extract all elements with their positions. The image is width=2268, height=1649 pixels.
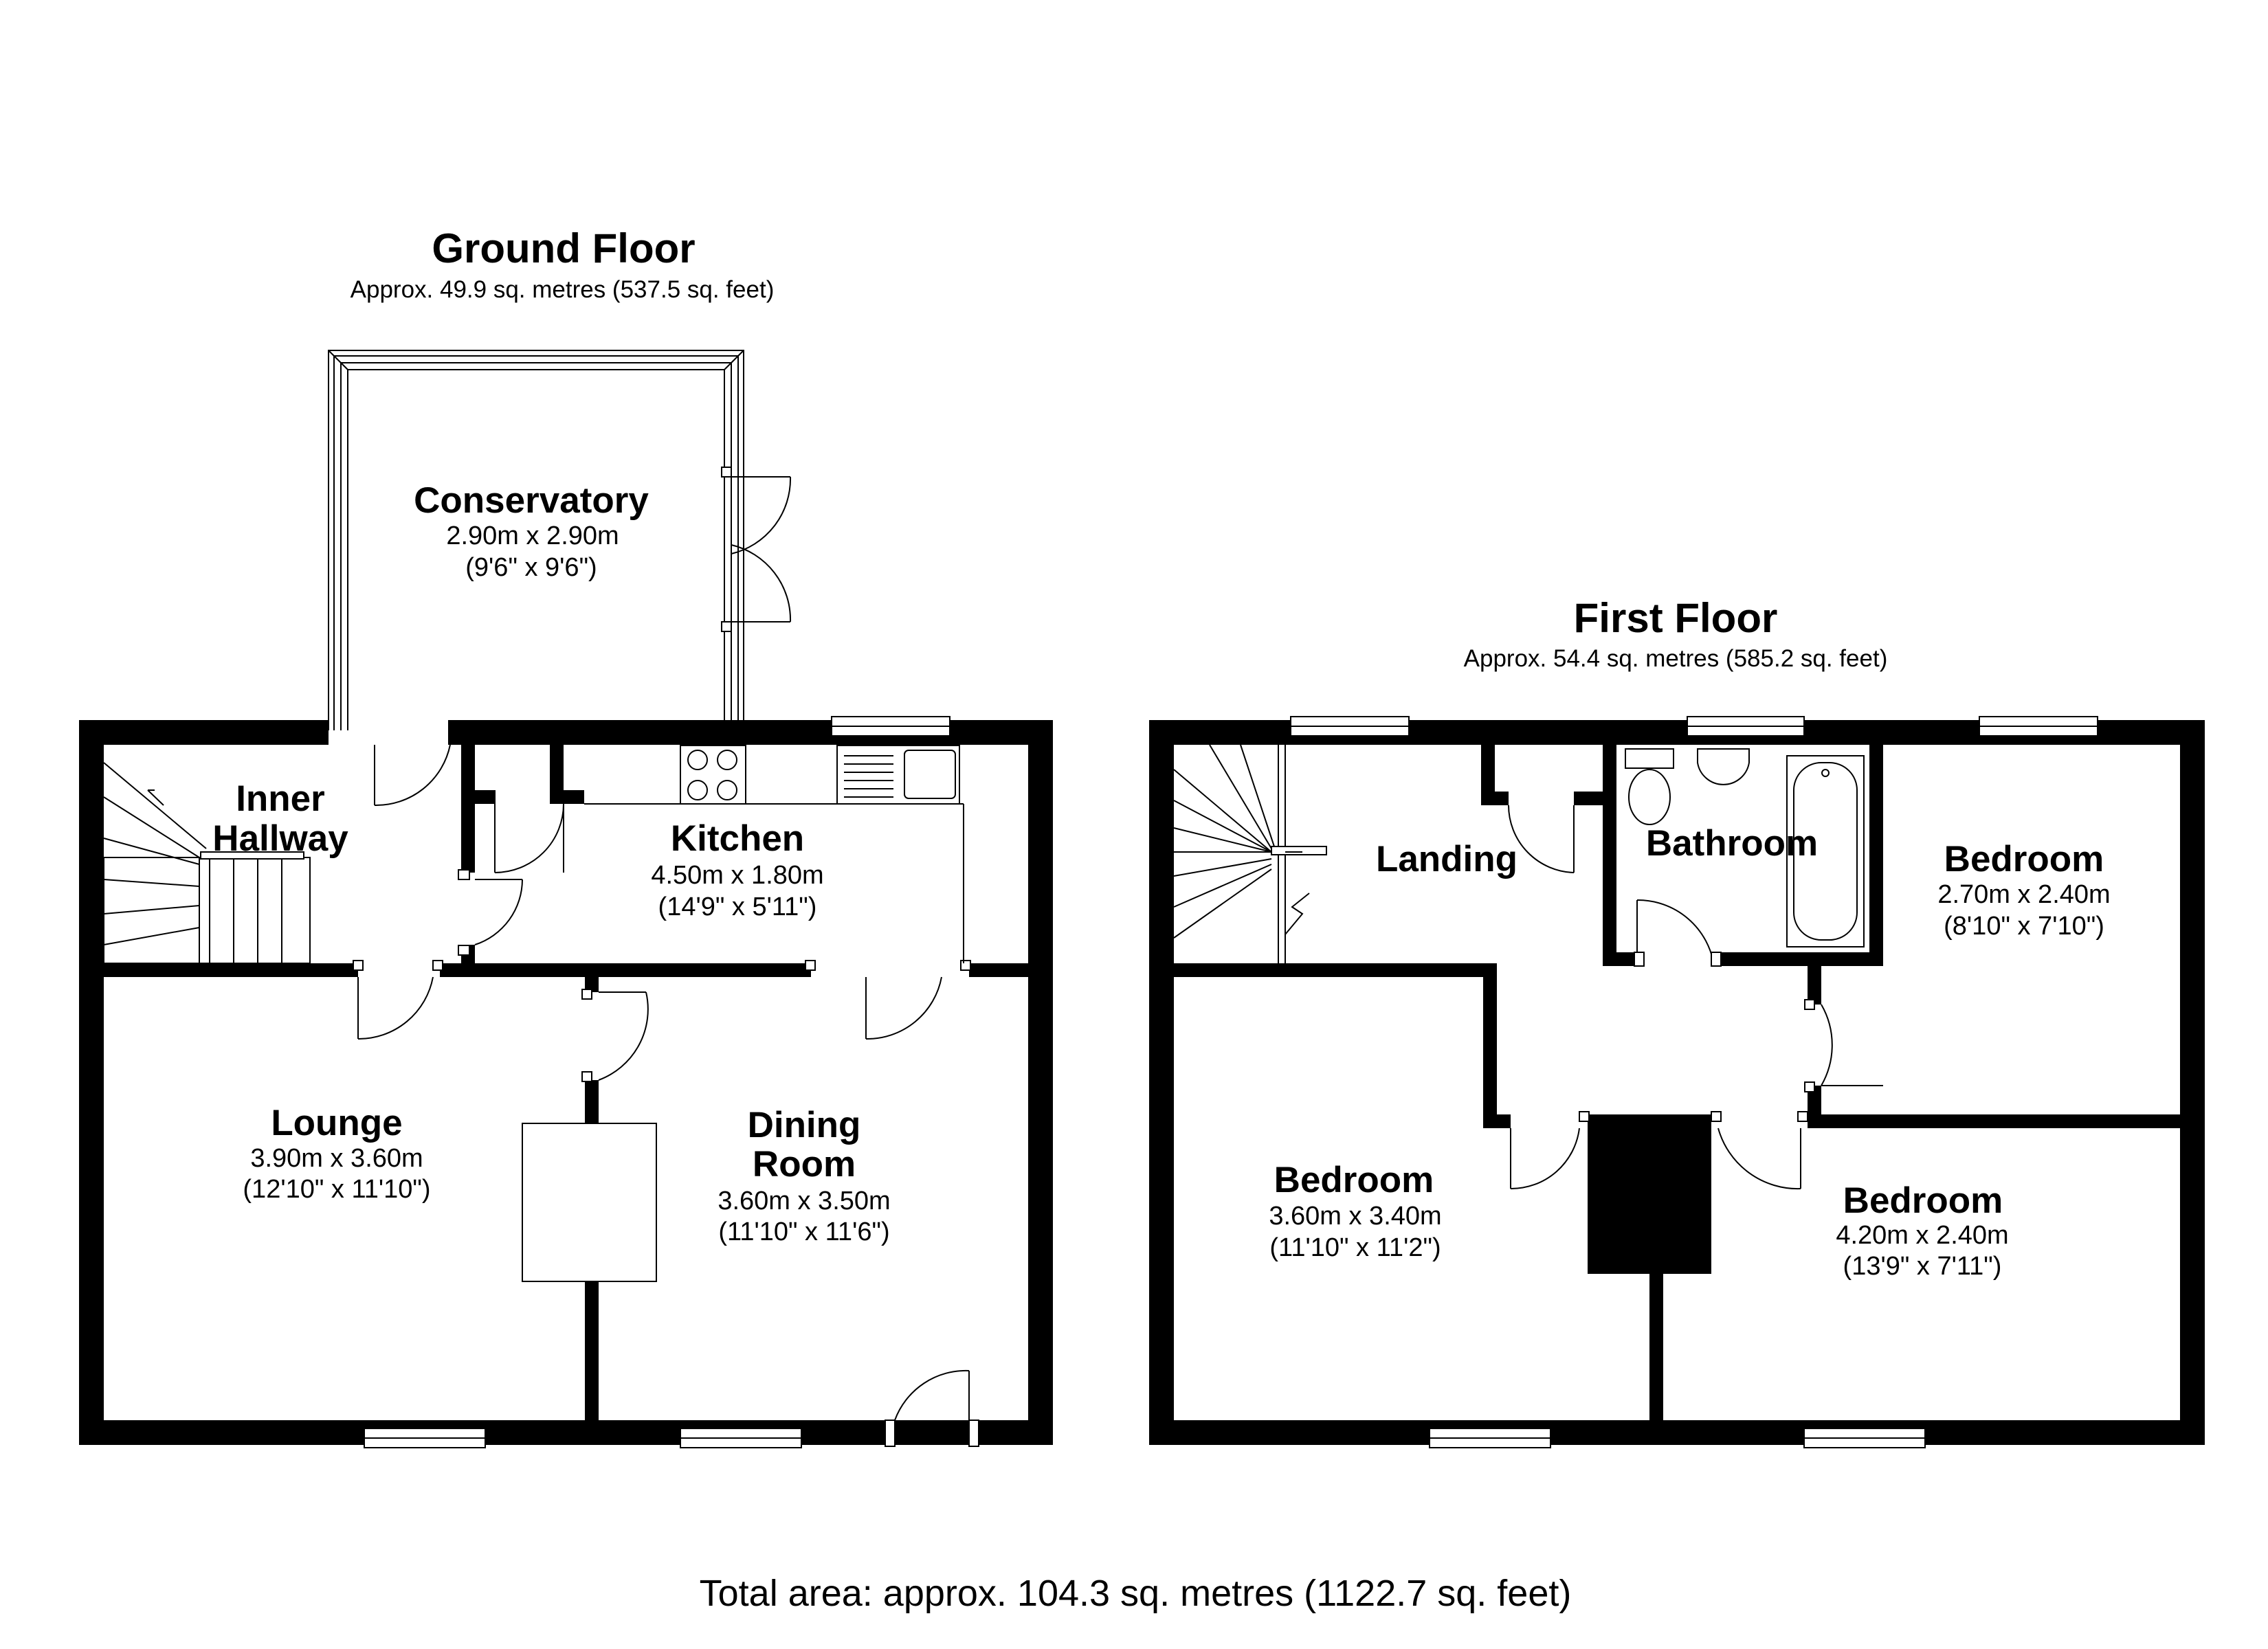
bathroom-fittings xyxy=(1625,748,1865,947)
first-floor-windows xyxy=(1290,716,2098,1448)
conservatory-french-doors xyxy=(721,467,792,632)
kitchen-metric: 4.50m x 1.80m xyxy=(651,861,823,890)
bedroom-right-metric: 4.20m x 2.40m xyxy=(1836,1221,2008,1250)
bedroom-rear-imperial: (8'10" x 7'10") xyxy=(1944,912,2104,941)
bedroom-left-imperial: (11'10" x 11'2") xyxy=(1269,1233,1441,1262)
bedroom-left-metric: 3.60m x 3.40m xyxy=(1269,1202,1441,1231)
conservatory-label: Conservatory xyxy=(414,480,649,521)
dining-room-imperial: (11'10" x 11'6") xyxy=(718,1218,889,1246)
first-floor-doors xyxy=(1508,805,1883,1190)
lounge-label: Lounge xyxy=(271,1103,402,1143)
first-floor-plan: First Floor Approx. 54.4 sq. metres (585… xyxy=(1149,595,2205,1448)
conservatory-metric: 2.90m x 2.90m xyxy=(446,521,619,550)
bedroom-right-label: Bedroom xyxy=(1843,1180,2003,1221)
lounge-imperial: (12'10" x 11'10") xyxy=(243,1175,430,1204)
conservatory-frame xyxy=(328,350,744,730)
toilet-cistern-icon xyxy=(1625,748,1674,769)
kitchen-fittings xyxy=(584,745,964,963)
ground-floor-title: Ground Floor xyxy=(432,225,695,271)
basin-icon xyxy=(1697,748,1750,785)
toilet-icon xyxy=(1628,769,1671,825)
bedroom-rear-metric: 2.70m x 2.40m xyxy=(1937,880,2110,909)
inner-hallway-label-line1: Inner xyxy=(236,778,325,819)
bedroom-rear-label: Bedroom xyxy=(1944,839,2104,879)
dining-room-label-line2: Room xyxy=(753,1144,856,1185)
bedroom-left-label: Bedroom xyxy=(1274,1160,1434,1200)
kitchen-imperial: (14'9" x 5'11") xyxy=(658,893,817,921)
ground-floor-doors xyxy=(353,744,979,1447)
kitchen-label: Kitchen xyxy=(671,818,804,859)
ground-floor-stairs xyxy=(103,762,311,964)
lounge-metric: 3.90m x 3.60m xyxy=(250,1144,423,1173)
landing-label: Landing xyxy=(1376,839,1517,879)
bath-icon xyxy=(1786,755,1865,947)
dining-room-metric: 3.60m x 3.50m xyxy=(718,1187,890,1215)
dining-room-label-line1: Dining xyxy=(748,1105,861,1145)
conservatory-imperial: (9'6" x 9'6") xyxy=(465,553,597,582)
lounge-rug-icon xyxy=(522,1123,657,1282)
ground-floor-walls xyxy=(79,720,1053,1445)
first-floor-stairs xyxy=(1173,744,1327,963)
bathroom-label: Bathroom xyxy=(1646,823,1818,864)
ground-floor-area: Approx. 49.9 sq. metres (537.5 sq. feet) xyxy=(351,276,775,303)
ground-floor-windows xyxy=(364,716,950,1448)
first-floor-title: First Floor xyxy=(1574,595,1778,641)
first-floor-area: Approx. 54.4 sq. metres (585.2 sq. feet) xyxy=(1464,645,1888,672)
total-area: Total area: approx. 104.3 sq. metres (11… xyxy=(700,1573,1572,1614)
inner-hallway-label-line2: Hallway xyxy=(212,818,348,859)
bedroom-right-imperial: (13'9" x 7'11") xyxy=(1843,1252,2002,1281)
ground-floor-plan: Ground Floor Approx. 49.9 sq. metres (53… xyxy=(79,225,1053,1448)
